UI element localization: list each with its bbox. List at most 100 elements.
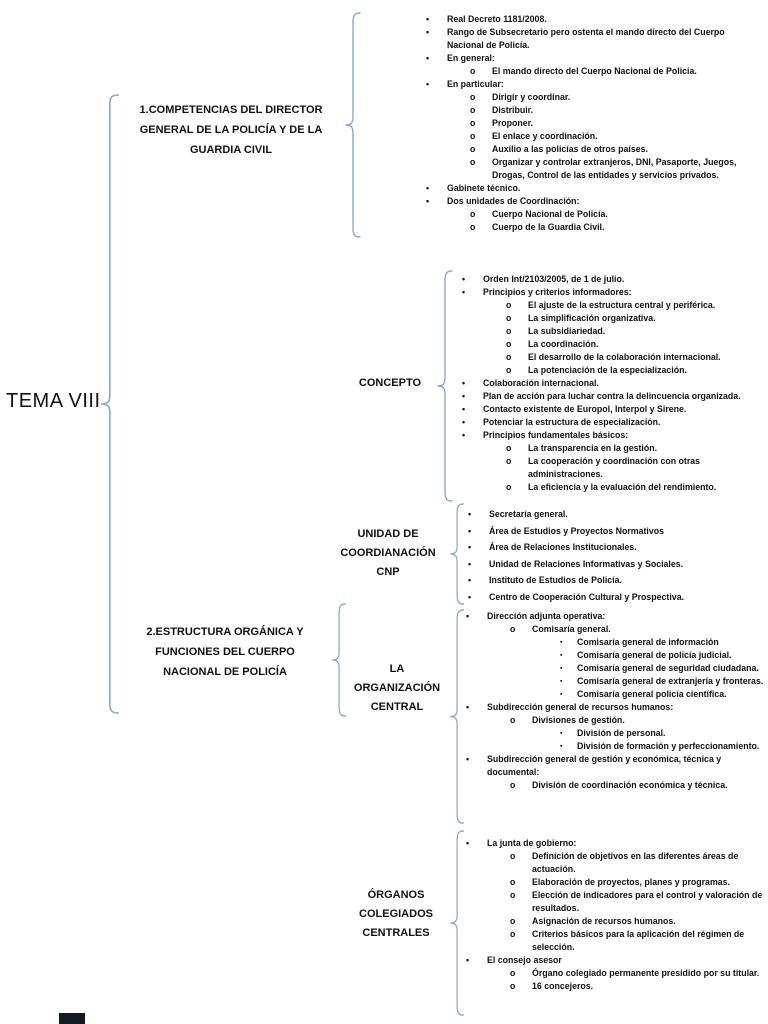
- outline-item: •En general:: [426, 52, 763, 65]
- bullet-marker-level2: o: [510, 968, 516, 978]
- bullet-marker-level1: •: [468, 525, 472, 536]
- outline-item-text: La subsidiariedad.: [528, 326, 606, 336]
- outline-item-text: Definición de objetivos en las diferente…: [532, 851, 739, 874]
- outline-item-text: Cuerpo Nacional de Policía.: [492, 209, 608, 219]
- outline-item-text: Órgano colegiado permanente presidido po…: [532, 968, 760, 978]
- brace-organizacion-central: [450, 609, 465, 824]
- bullet-marker-level2: o: [506, 300, 512, 310]
- outline-item-text: El desarrollo de la colaboración interna…: [528, 352, 721, 362]
- bullet-marker-level2: o: [510, 890, 516, 900]
- outline-item: o Dirigir y coordinar.: [426, 91, 763, 104]
- subtopic-title-line: CENTRALES: [362, 927, 430, 939]
- outline-item-text: En particular:: [447, 79, 504, 89]
- bullet-marker-level2: o: [506, 313, 512, 323]
- bullet-marker-level2: o: [470, 92, 476, 102]
- bullet-marker-level1: •: [462, 404, 466, 414]
- subtopic-title-line: LA: [389, 663, 405, 675]
- bullet-marker-level1: •: [426, 14, 430, 24]
- outline-item-text: División de coordinación económica y téc…: [532, 780, 728, 790]
- outline-unidad-coordinacion: • Secretaría general. • Área de Estudios y …: [468, 508, 764, 607]
- outline-item: •Unidad de Relaciones Informativas y Soc…: [468, 558, 764, 571]
- bullet-marker-level1: •: [426, 183, 430, 193]
- subtopic-title-line: UNIDAD DE: [357, 528, 419, 540]
- subtopic-title-line: ÓRGANOS: [367, 889, 425, 901]
- outline-item-text: Organizar y controlar extranjeros, DNI, …: [492, 157, 737, 180]
- bullet-marker-level1: •: [466, 955, 470, 965]
- subtopic-title-line: CONCEPTO: [358, 377, 422, 389]
- bullet-marker-level2: o: [510, 916, 516, 926]
- bullet-marker-level1: •: [468, 509, 472, 519]
- bullet-marker-level2: o: [506, 365, 512, 375]
- subtopic-organos-colegiados: ÓRGANOS COLEGIADOS CENTRALES: [346, 886, 446, 943]
- brace-root: [100, 94, 120, 714]
- bullet-marker-level2: o: [470, 118, 476, 128]
- brace-estructura: [332, 603, 347, 717]
- topic-competencias: 1.COMPETENCIAS DEL DIRECTOR GENERAL DE L…: [126, 100, 336, 160]
- outline-item-text: Orden Int/2103/2005, de 1 de julio.: [483, 274, 625, 284]
- bullet-marker-level2: o: [506, 443, 512, 453]
- bullet-marker-level2: o: [470, 131, 476, 141]
- outline-item-text: En general:: [447, 53, 495, 63]
- subtopic-organizacion-central: LA ORGANIZACIÓN CENTRAL: [348, 660, 446, 717]
- subtopic-title-line: ORGANIZACIÓN: [353, 682, 441, 694]
- outline-item: •Subdirección general de recursos humano…: [466, 701, 764, 714]
- outline-competencias: • Real Decreto 1181/2008. • Rango de Subsec…: [426, 13, 763, 234]
- outline-item-text: Comisaría general de extranjería y front…: [577, 676, 764, 686]
- bullet-marker-level2: o: [506, 339, 512, 349]
- outline-item-text: Plan de acción para luchar contra la del…: [483, 391, 741, 401]
- outline-item-text: Subdirección general de recursos humanos…: [487, 702, 674, 712]
- outline-item: ▪Comisaría general policía científica.: [466, 688, 764, 701]
- bullet-marker-level3: ▪: [560, 691, 563, 698]
- bullet-marker-level2: o: [470, 157, 476, 167]
- outline-item-text: Dirigir y coordinar.: [492, 92, 571, 102]
- bullet-marker-level3: ▪: [560, 730, 563, 737]
- outline-item-text: Distribuir.: [492, 105, 534, 115]
- outline-item: ▪Comisaría general de policía judicial.: [466, 649, 764, 662]
- outline-item-text: Elaboración de proyectos, planes y progr…: [532, 877, 730, 887]
- outline-item: ▪Comisaría general de extranjería y fron…: [466, 675, 764, 688]
- outline-item: •Colaboración internacional.: [462, 377, 764, 390]
- bullet-marker-level1: •: [466, 754, 470, 764]
- outline-item: ▪Comisaría general de seguridad ciudadan…: [466, 662, 764, 675]
- outline-item-text: La junta de gobierno:: [487, 838, 577, 848]
- outline-item-text: Real Decreto 1181/2008.: [447, 14, 547, 24]
- outline-item-text: La cooperación y coordinación con otras …: [528, 456, 701, 479]
- outline-item: • Secretaría general.: [468, 508, 764, 521]
- subtopic-title-line: COLEGIADOS: [359, 908, 433, 920]
- bullet-marker-level1: •: [426, 27, 430, 37]
- subtopic-title-line: CNP: [376, 566, 400, 578]
- brace-competencias: [345, 12, 361, 238]
- outline-item: o Órgano colegiado permanente presidido p…: [466, 967, 764, 980]
- outline-item-text: El mando directo del Cuerpo Nacional de …: [492, 66, 697, 76]
- outline-item: • Área de Estudios y Proyectos Normativos: [468, 525, 764, 538]
- outline-item: ▪División de personal.: [466, 727, 764, 740]
- outline-item-text: Dirección adjunta operativa:: [487, 611, 606, 621]
- outline-item-text: Área de Estudios y Proyectos Normativos: [489, 525, 665, 536]
- outline-item: •Dirección adjunta operativa:: [466, 610, 764, 623]
- outline-item: • Orden Int/2103/2005, de 1 de julio.: [462, 273, 764, 286]
- bullet-marker-level2: o: [470, 222, 476, 232]
- bullet-marker-level1: •: [462, 274, 466, 284]
- outline-item: •Potenciar la estructura de especializac…: [462, 416, 764, 429]
- outline-item-text: La eficiencia y la evaluación del rendim…: [528, 482, 717, 492]
- subtopic-concepto: CONCEPTO: [342, 374, 438, 393]
- topic-title-line: NACIONAL DE POLICÍA: [163, 666, 287, 678]
- outline-item-text: Rango de Subsecretario pero ostenta el m…: [447, 27, 725, 50]
- outline-item-text: Secretaría general.: [489, 509, 568, 519]
